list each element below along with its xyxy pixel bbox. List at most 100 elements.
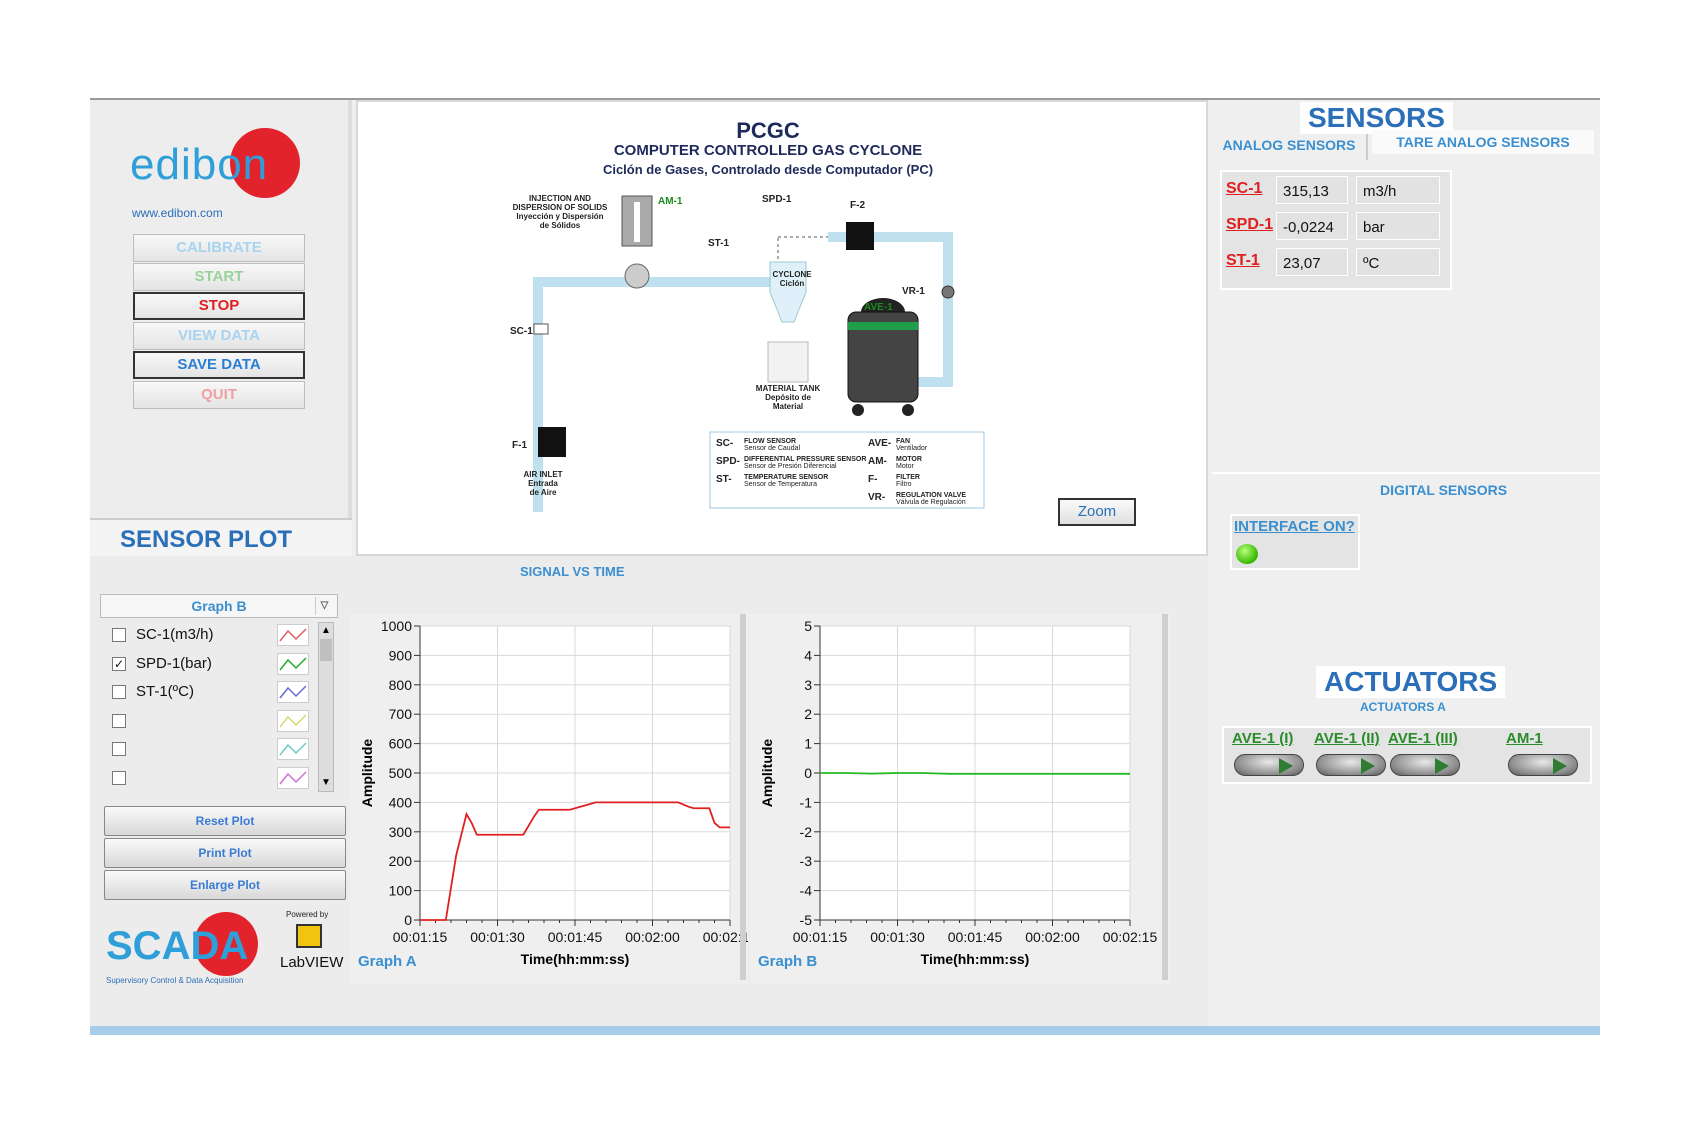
y-tick-label: 900 (389, 647, 413, 663)
sensor-value: 315,13 (1276, 176, 1348, 204)
actuators-title: ACTUATORS (1316, 666, 1506, 698)
graph-title: Graph A (358, 953, 417, 970)
legend-es: Válvula de Regulación (896, 499, 966, 506)
legend-en: FLOW SENSOR (744, 438, 796, 445)
edibon-logo: edibon (130, 128, 310, 198)
zoom-button[interactable]: Zoom (1058, 498, 1136, 526)
series-line (420, 801, 730, 921)
graph-select-value: Graph B (191, 598, 247, 614)
vr1-valve-icon (941, 285, 955, 299)
labview-text: LabVIEW (280, 954, 344, 971)
calibrate-button[interactable]: CALIBRATE (133, 234, 305, 262)
start-button[interactable]: START (133, 263, 305, 291)
actuator-label: AVE-1 (I) (1232, 730, 1294, 747)
x-tick-label: 00:01:30 (470, 929, 525, 945)
y-tick-label: 0 (404, 912, 412, 928)
x-tick-label: 00:01:15 (393, 929, 448, 945)
y-tick-label: 600 (389, 736, 413, 752)
y-axis-label: Amplitude (359, 739, 375, 808)
legend-swatch[interactable] (277, 681, 309, 703)
y-tick-label: -2 (800, 824, 813, 840)
print-plot-button[interactable]: Print Plot (104, 838, 346, 868)
legend-swatch[interactable] (277, 738, 309, 760)
legend-swatch[interactable] (277, 709, 309, 732)
y-tick-label: 1 (804, 736, 812, 752)
x-axis-label: Time(hh:mm:ss) (521, 951, 630, 967)
legend-item[interactable] (102, 765, 332, 793)
interface-on-label: INTERFACE ON? (1234, 518, 1355, 535)
signal-vs-time-title: SIGNAL VS TIME (520, 564, 625, 579)
play-icon (1435, 758, 1449, 774)
graph-select[interactable]: Graph B ▽ (100, 594, 338, 618)
legend-item[interactable]: ✓SPD-1(bar) (102, 651, 332, 679)
legend-label: SC-1(m3/h) (136, 626, 214, 643)
y-tick-label: 200 (389, 853, 413, 869)
x-tick-label: 00:02:00 (625, 929, 680, 945)
y-axis-label: Amplitude (759, 739, 775, 808)
y-tick-label: 4 (804, 647, 812, 663)
tag-f1: F-1 (512, 440, 527, 451)
sensor-value: -0,0224 (1276, 212, 1348, 240)
legend-code: F- (868, 474, 877, 485)
diagram-panel: PCGC COMPUTER CONTROLLED GAS CYCLONE Cic… (356, 100, 1208, 556)
legend-code: AVE- (868, 438, 891, 449)
legend-es: Ventilador (896, 445, 928, 452)
y-tick-label: 1000 (381, 618, 412, 634)
tab-tare-analog-sensors[interactable]: TARE ANALOG SENSORS (1372, 130, 1594, 154)
enlarge-plot-button[interactable]: Enlarge Plot (104, 870, 346, 900)
y-tick-label: -1 (800, 794, 813, 810)
legend-checkbox[interactable] (112, 742, 126, 756)
sensor-value: 23,07 (1276, 248, 1348, 276)
legend-en: REGULATION VALVE (896, 492, 966, 499)
quit-button[interactable]: QUIT (133, 381, 305, 409)
diagram-subtitle: COMPUTER CONTROLLED GAS CYCLONE (613, 142, 923, 159)
legend-item[interactable] (102, 736, 332, 764)
sensor-plot-panel: SIGNAL VS TIME Graph B ▽ SC-1(m3/h) ✓SPD-… (90, 556, 1208, 1026)
scroll-down-icon[interactable]: ▼ (321, 777, 331, 788)
y-tick-label: 700 (389, 706, 413, 722)
material-tank-icon (767, 341, 809, 383)
diagram-legend-box (709, 431, 985, 509)
actuator-toggle[interactable] (1234, 754, 1304, 776)
sc1-sensor-icon (533, 323, 549, 335)
legend-label: ST-1(ºC) (136, 683, 194, 700)
legend-checkbox[interactable] (112, 685, 126, 699)
legend-checkbox[interactable] (112, 628, 126, 642)
legend-code: AM- (868, 456, 887, 467)
stop-button[interactable]: STOP (133, 292, 305, 320)
legend-checkbox[interactable] (112, 713, 126, 728)
y-tick-label: 5 (804, 618, 812, 634)
x-tick-label: 00:01:15 (793, 929, 848, 945)
y-tick-label: -3 (800, 853, 813, 869)
x-tick-label: 00:02:15 (1103, 929, 1158, 945)
legend-en: TEMPERATURE SENSOR (744, 474, 828, 481)
actuator-toggle[interactable] (1316, 754, 1386, 776)
legend-swatch[interactable] (277, 766, 309, 789)
tab-analog-sensors[interactable]: ANALOG SENSORS (1212, 134, 1368, 160)
x-axis-label: Time(hh:mm:ss) (921, 951, 1030, 967)
scroll-up-icon[interactable]: ▲ (321, 625, 331, 636)
sensor-label: SC-1 (1226, 180, 1263, 197)
legend-item[interactable]: SC-1(m3/h) (102, 622, 332, 650)
actuator-label: AVE-1 (III) (1388, 730, 1458, 747)
actuator-toggle[interactable] (1390, 754, 1460, 776)
legend-swatch[interactable] (277, 624, 309, 646)
legend-item[interactable] (102, 708, 332, 736)
legend-swatch[interactable] (277, 652, 309, 675)
y-tick-label: 300 (389, 824, 413, 840)
legend-checkbox[interactable]: ✓ (112, 656, 126, 671)
chevron-down-icon: ▽ (315, 597, 333, 615)
legend-checkbox[interactable] (112, 770, 126, 785)
legend-en: MOTOR (896, 456, 922, 463)
actuator-toggle[interactable] (1508, 754, 1578, 776)
sensors-panel: SENSORS ANALOG SENSORS TARE ANALOG SENSO… (1212, 100, 1600, 468)
legend-item[interactable]: ST-1(ºC) (102, 679, 332, 707)
legend-scrollbar[interactable]: ▲ ▼ (318, 622, 334, 792)
reset-plot-button[interactable]: Reset Plot (104, 806, 346, 836)
tag-st1: ST-1 (708, 238, 730, 249)
actuators-subtitle: ACTUATORS A (1360, 700, 1446, 714)
save-data-button[interactable]: SAVE DATA (133, 351, 305, 379)
interface-indicator-group: INTERFACE ON? (1230, 514, 1360, 570)
view-data-button[interactable]: VIEW DATA (133, 322, 305, 350)
